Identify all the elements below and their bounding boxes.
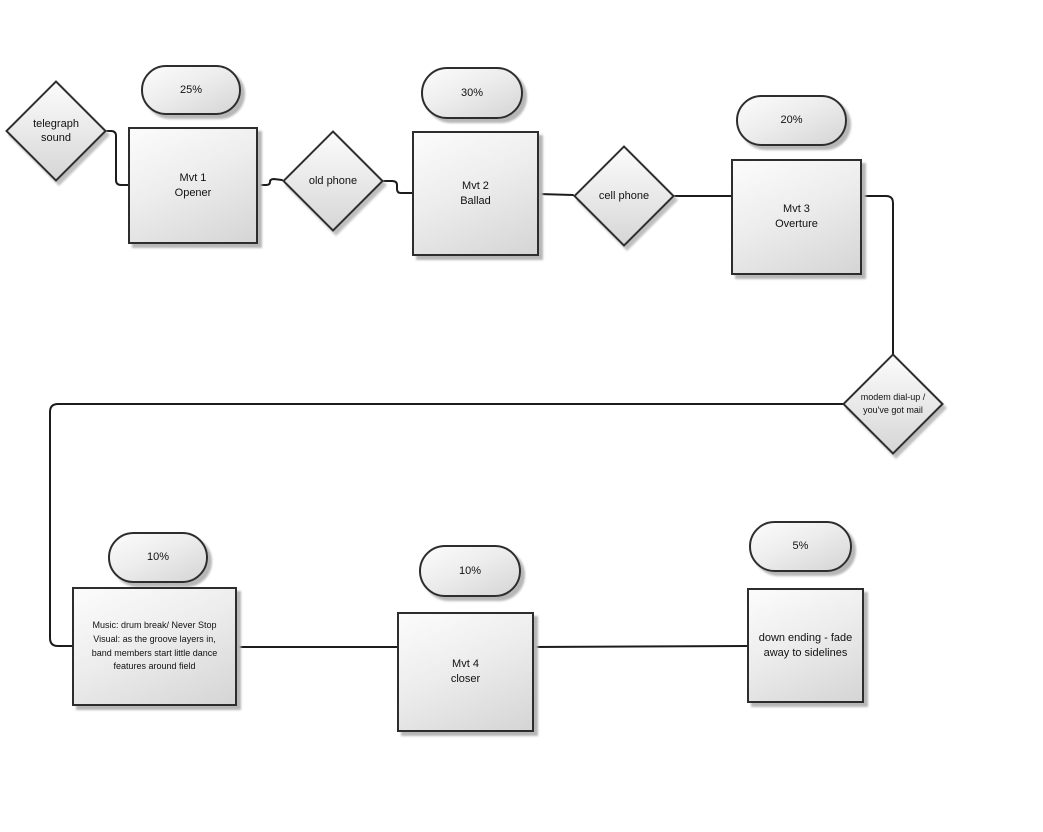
process-label: Music: drum break/ Never Stop Visual: as… [91,619,218,672]
process-label: Mvt 3 Overture [775,203,818,230]
connector-telegraph-to-mvt1 [106,130,129,186]
percent-node-30[interactable]: 30% [421,67,523,119]
decision-label: cell phone [598,189,650,202]
percent-label: 10% [458,564,482,577]
connector-mvt4-to-down-ending [533,645,748,648]
process-node-mvt3-overture[interactable]: Mvt 3 Overture [731,159,862,275]
percent-label: 10% [146,551,170,564]
diamond-shape: cell phone [573,145,675,247]
percent-node-5[interactable]: 5% [749,521,852,572]
percent-node-20[interactable]: 20% [736,95,847,146]
percent-label: 20% [780,114,803,127]
process-node-mvt4-closer[interactable]: Mvt 4 closer [397,612,534,732]
diamond-shape: old phone [282,130,384,232]
diamond-shape: telegraph sound [5,80,107,182]
connector-mvt3-to-modem [861,195,894,355]
decision-label: modem dial-up / you've got mail [860,391,926,416]
process-node-mvt2-ballad[interactable]: Mvt 2 Ballad [412,131,539,256]
connector-mvt1-to-old-phone [257,177,283,186]
decision-node-telegraph-sound[interactable]: telegraph sound [5,80,107,182]
process-label: Mvt 1 Opener [174,171,212,199]
decision-label: old phone [308,174,358,187]
process-label: down ending - fade away to sidelines [758,631,853,659]
percent-node-25[interactable]: 25% [141,65,241,115]
percent-node-10-mvt4[interactable]: 10% [419,545,521,597]
connector-modem-to-music [49,403,844,647]
process-node-mvt1-opener[interactable]: Mvt 1 Opener [128,127,258,244]
percent-label: 30% [460,86,484,99]
decision-node-modem-dialup[interactable]: modem dial-up / you've got mail [842,353,944,455]
process-label: Mvt 4 closer [450,658,481,685]
percent-label: 25% [179,83,203,96]
process-node-music-visual[interactable]: Music: drum break/ Never Stop Visual: as… [72,587,237,706]
connector-old-phone-to-mvt2 [383,180,413,194]
diamond-shape: modem dial-up / you've got mail [842,353,944,455]
decision-node-cell-phone[interactable]: cell phone [573,145,675,247]
decision-label: telegraph sound [33,117,79,144]
process-node-down-ending[interactable]: down ending - fade away to sidelines [747,588,864,703]
connector-mvt2-to-cell-phone [538,193,574,196]
percent-label: 5% [792,540,809,553]
decision-node-old-phone[interactable]: old phone [282,130,384,232]
process-label: Mvt 2 Ballad [460,179,491,207]
percent-node-10-music[interactable]: 10% [108,532,208,583]
